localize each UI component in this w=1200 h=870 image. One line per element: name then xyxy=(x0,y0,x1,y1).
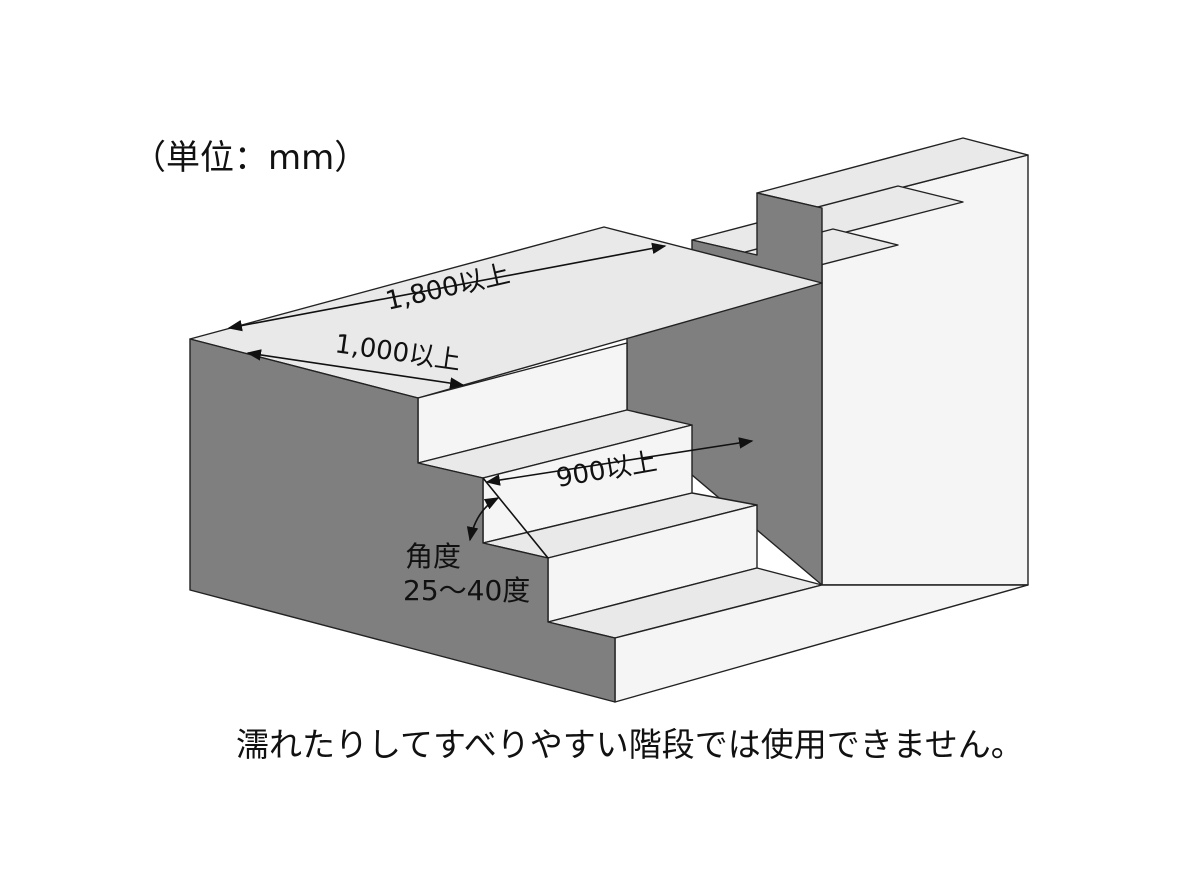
dim-line-1000 xyxy=(246,349,465,389)
angle-title: 角度 xyxy=(405,540,461,573)
dim-line-1800 xyxy=(227,242,667,332)
pitch-line xyxy=(482,477,549,559)
angle-range: 25～40度 xyxy=(403,574,530,607)
unit-label: （単位：mm） xyxy=(132,138,369,178)
dim-line-900 xyxy=(485,437,754,486)
angle-arc xyxy=(466,497,500,542)
caption-text: 濡れたりしてすべりやすい階段では使用できません。 xyxy=(236,725,1024,764)
